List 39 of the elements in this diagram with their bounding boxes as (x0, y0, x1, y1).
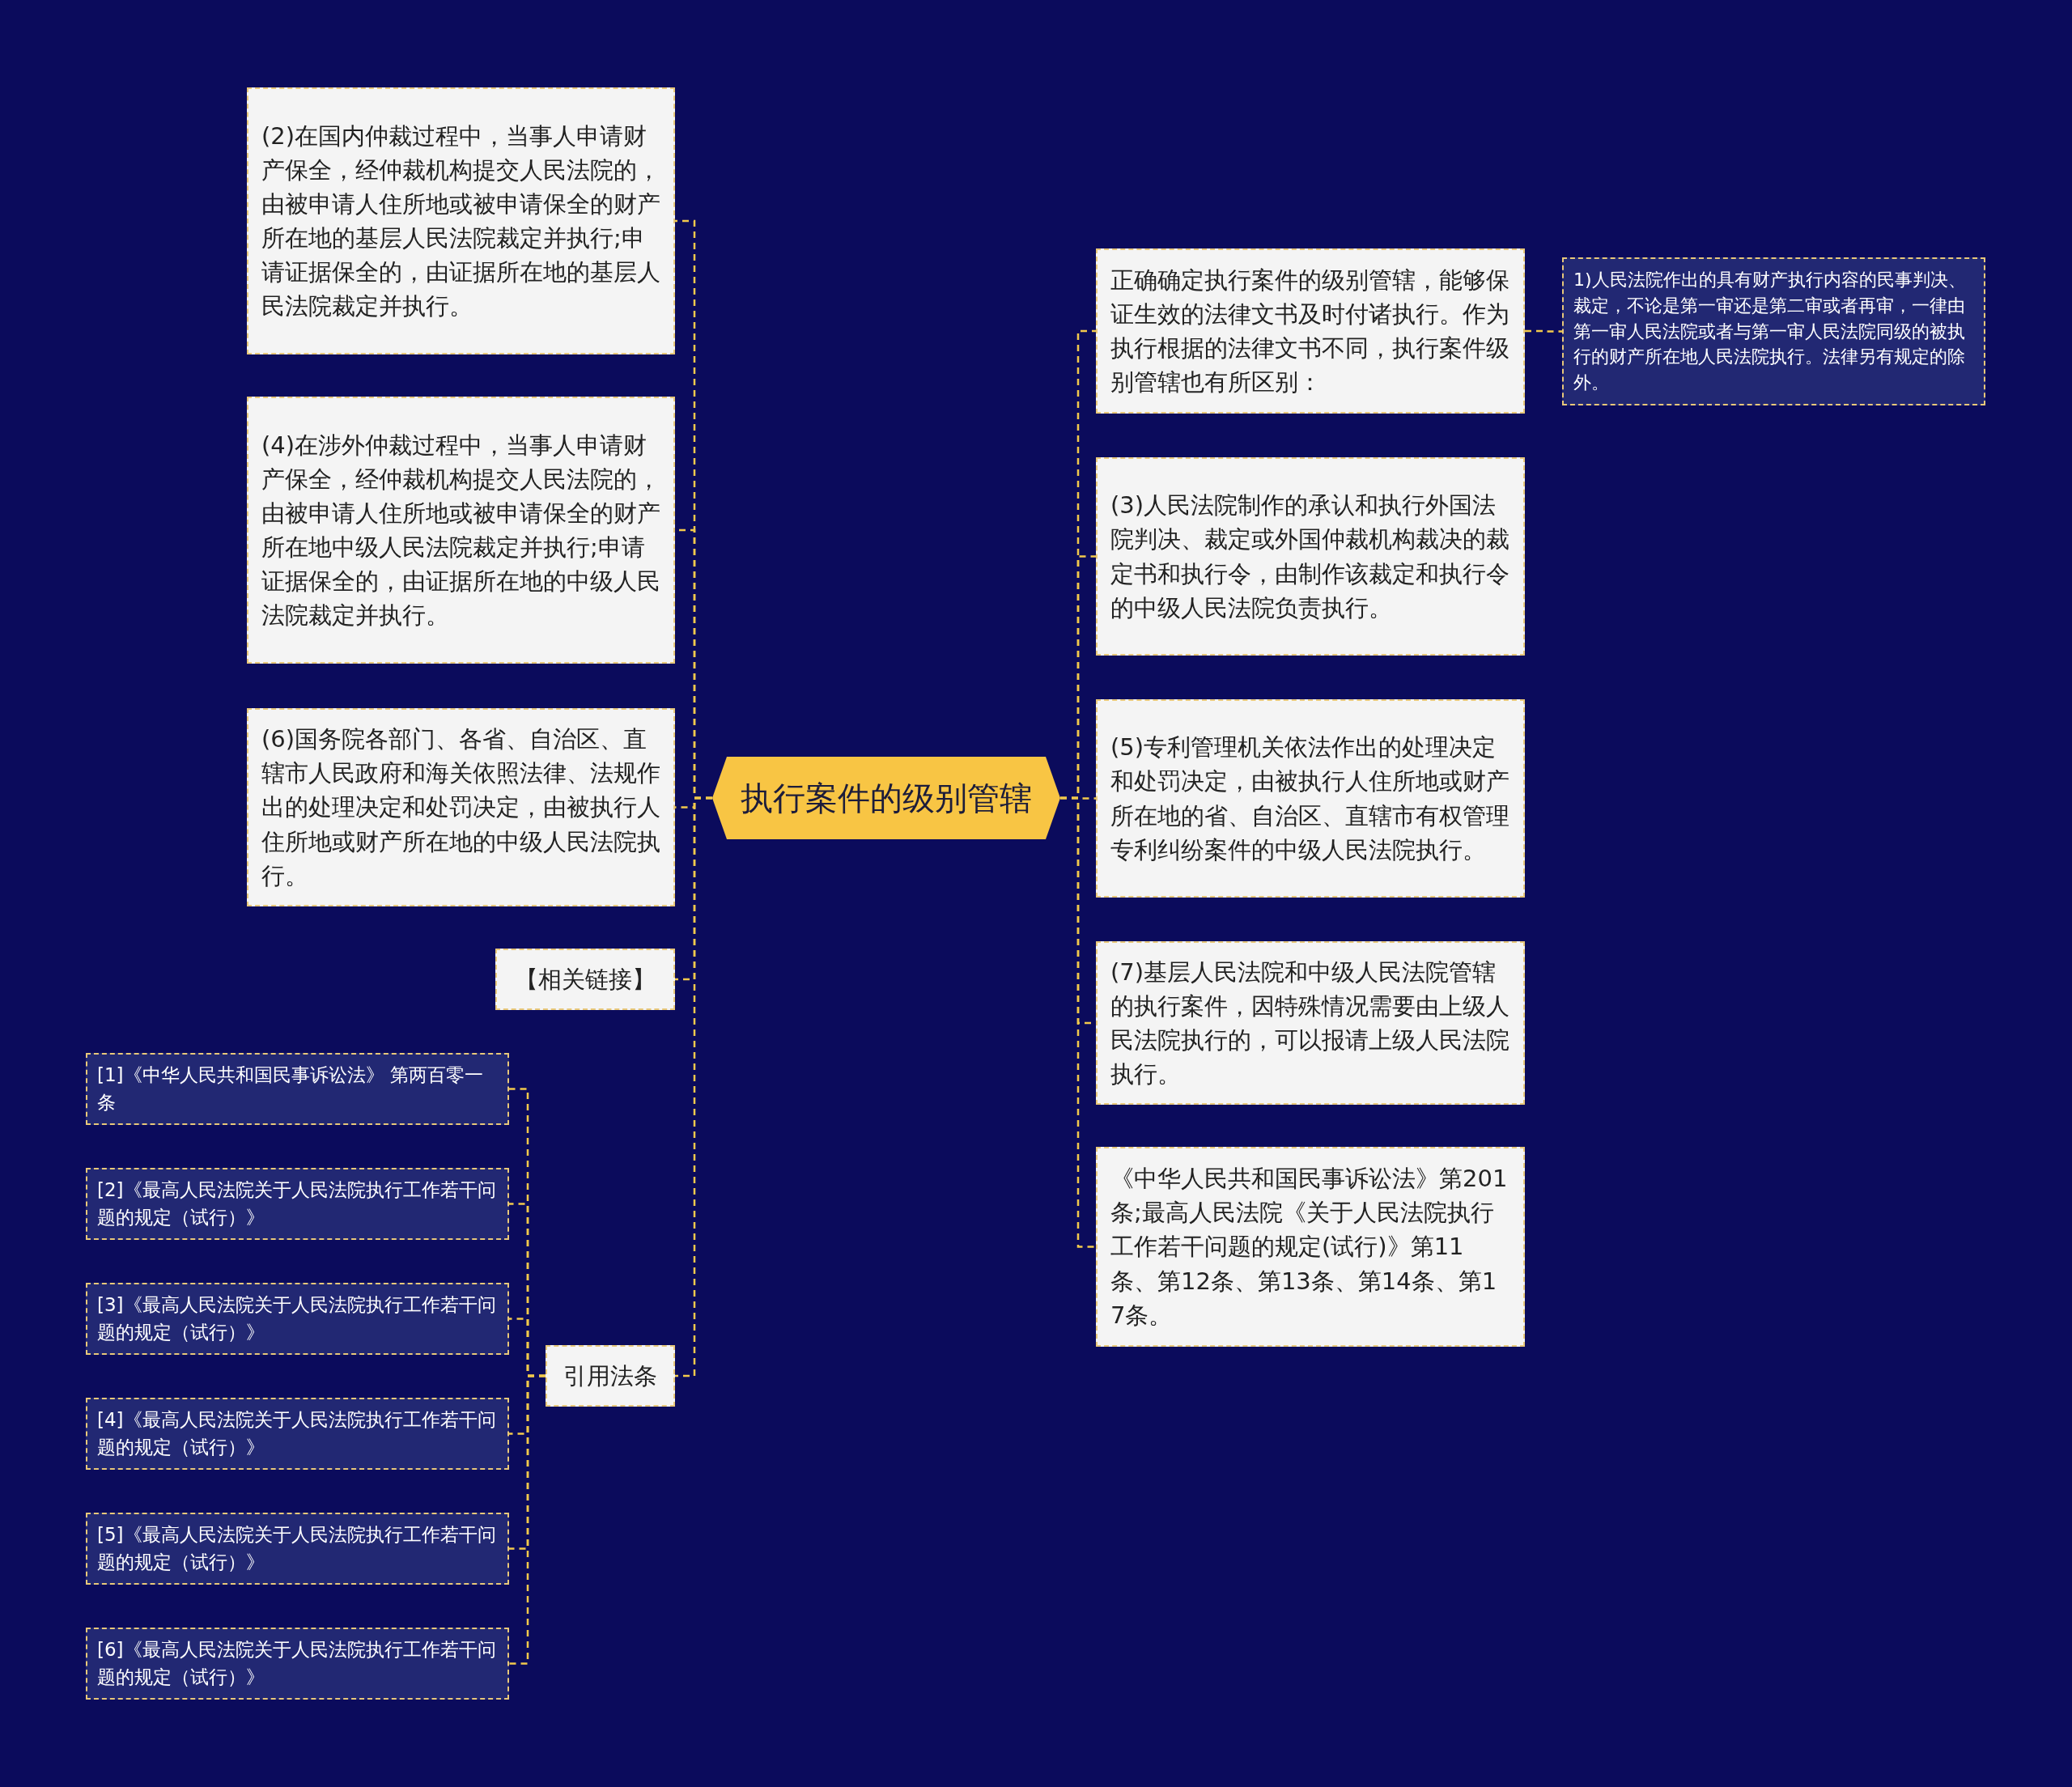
topic-text: 引用法条 (563, 1360, 657, 1391)
topic-text: 1)人民法院作出的具有财产执行内容的民事判决、裁定，不论是第一审还是第二审或者再审，一律由第一审人民法院或者与第一审人民法院同级的被执行的财产所在地人民法院执行。法律另有规定的除外。 (1573, 268, 1967, 395)
topic-text: [2]《最高人民法院关于人民法院执行工作若干问题的规定（试行）》 (97, 1178, 497, 1229)
topic-text: 【相关链接】 (515, 964, 656, 995)
topic-title: 执行案件的级别管辖 (741, 778, 1032, 818)
topic-text: 正确确定执行案件的级别管辖，能够保证生效的法律文书及时付诸执行。作为执行根据的法律文书不同，执行案件级别管辖也有所区别： (1110, 265, 1510, 398)
topic-text: [4]《最高人民法院关于人民法院执行工作若干问题的规定（试行）》 (97, 1408, 497, 1459)
topic-box (1096, 457, 1525, 656)
topic-text: (6)国务院各部门、各省、自治区、直辖市人民政府和海关依照法律、法规作出的处理决定和处罚决定，由被执行人住所地或财产所在地的中级人民法院执行。 (261, 724, 660, 891)
connector-line (1525, 329, 1562, 333)
topic-box (1096, 941, 1525, 1105)
topic-text: [6]《最高人民法院关于人民法院执行工作若干问题的规定（试行）》 (97, 1638, 497, 1689)
topic-text: 《中华人民共和国民事诉讼法》第201条;最高人民法院《关于人民法院执行工作若干问题的规定(试行)》第11条、第12条、第13条、第14条、第17条。 (1110, 1164, 1509, 1331)
topic-text: (2)在国内仲裁过程中，当事人申请财产保全，经仲裁机构提交人民法院的，由被申请人住所地或被申请保全的财产所在地的基层人民法院裁定并执行;申请证据保全的，由证据所在地的基层人民法院裁定并执行。 (261, 121, 660, 322)
topic-box (546, 1345, 675, 1407)
topic-box (1096, 1147, 1525, 1347)
topic-text: [3]《最高人民法院关于人民法院执行工作若干问题的规定（试行）》 (97, 1293, 497, 1344)
topic-text: [5]《最高人民法院关于人民法院执行工作若干问题的规定（试行）》 (97, 1523, 497, 1574)
topic-box (1096, 248, 1525, 414)
topic-box (247, 708, 675, 906)
topic-box (1562, 257, 1985, 405)
connector-line (675, 796, 712, 1377)
topic-box (86, 1053, 509, 1125)
topic-box (247, 87, 675, 354)
topic-box (86, 1168, 509, 1240)
connector-line (509, 1374, 546, 1665)
topic-box (1096, 699, 1525, 898)
topic-text: (4)在涉外仲裁过程中，当事人申请财产保全，经仲裁机构提交人民法院的，由被申请人住所地或被申请保全的财产所在地中级人民法院裁定并执行;申请证据保全的，由证据所在地的中级人民法院裁定并执行。 (261, 430, 660, 631)
topic-text: (3)人民法院制作的承认和执行外国法院判决、裁定或外国仲裁机构裁决的裁定书和执行令，由制作该裁定和执行令的中级人民法院负责执行。 (1110, 490, 1510, 623)
topic-box (86, 1398, 509, 1470)
topic-box (495, 949, 675, 1010)
topic-text: (7)基层人民法院和中级人民法院管辖的执行案件，因特殊情况需要由上级人民法院执行的，可以报请上级人民法院执行。 (1110, 957, 1510, 1090)
topic-box (86, 1283, 509, 1355)
topic-text: (5)专利管理机关依法作出的处理决定和处罚决定，由被执行人住所地或财产所在地的省、自治区、直辖市有权管理专利纠纷案件的中级人民法院执行。 (1110, 732, 1510, 865)
topic-box (86, 1628, 509, 1700)
topic-box (86, 1513, 509, 1585)
topic-text: [1]《中华人民共和国民事诉讼法》 第两百零一条 (97, 1063, 484, 1114)
topic-box (247, 397, 675, 664)
connector-line (1060, 796, 1096, 1248)
